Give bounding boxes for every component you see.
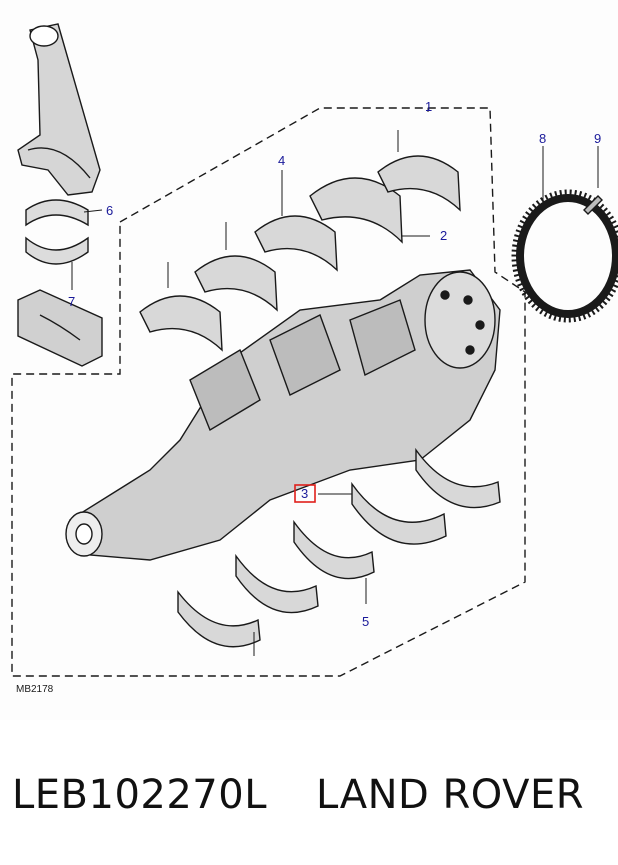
- callout-4[interactable]: 4: [278, 153, 285, 168]
- callout-2[interactable]: 2: [440, 228, 447, 243]
- leader-lines: [71, 108, 599, 656]
- callout-3[interactable]: 3: [301, 486, 308, 501]
- assembly-boundary-dashed: [11, 107, 526, 677]
- caption: LEB102270L LAND ROVER: [0, 762, 618, 842]
- connecting-rod: [17, 23, 101, 196]
- upper-main-bearing-shells: [139, 155, 461, 352]
- callout-8[interactable]: 8: [539, 131, 546, 146]
- brand-name: LAND ROVER: [316, 772, 585, 818]
- callout-5[interactable]: 5: [362, 614, 369, 629]
- conrod-bearing-shells: [25, 199, 89, 265]
- diagram-reference-code: MB2178: [16, 684, 54, 695]
- bolt: [583, 195, 603, 215]
- exploded-parts-diagram: 1 2 3 4 5 6 7 8 9 MB2178: [11, 23, 618, 695]
- callout-6[interactable]: 6: [106, 203, 113, 218]
- callout-7[interactable]: 7: [68, 294, 75, 309]
- crankshaft: [65, 269, 501, 561]
- callout-3-highlight: [294, 484, 316, 503]
- bearing-cap: [17, 289, 103, 367]
- callout-9[interactable]: 9: [594, 131, 601, 146]
- reluctor-ring: [511, 189, 618, 323]
- lower-main-bearing-shells: [177, 447, 501, 648]
- part-number: LEB102270L: [12, 772, 267, 818]
- callout-1[interactable]: 1: [425, 99, 432, 114]
